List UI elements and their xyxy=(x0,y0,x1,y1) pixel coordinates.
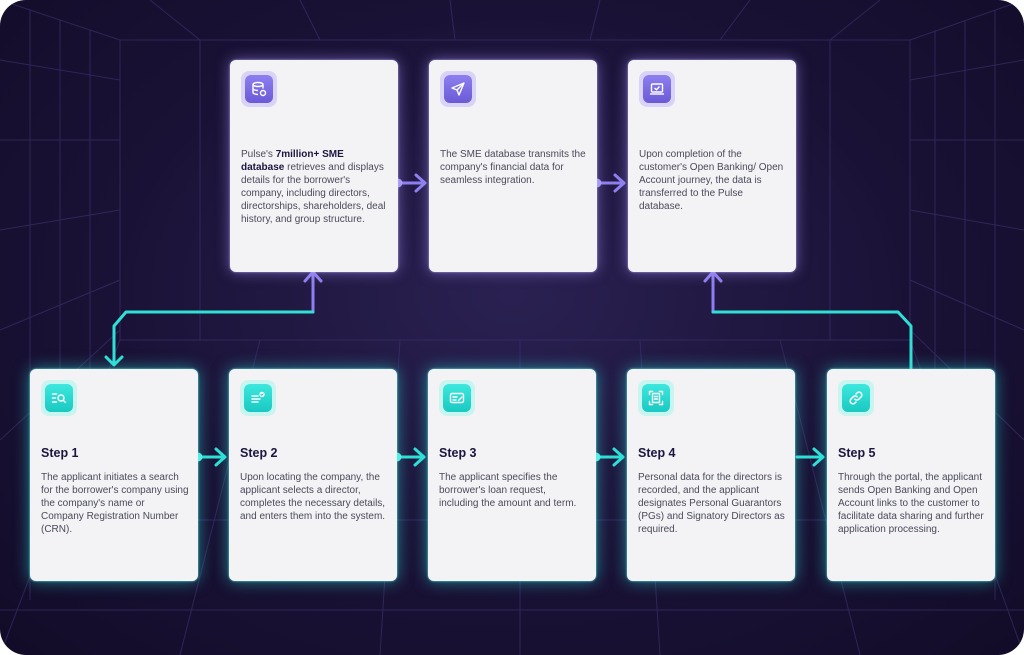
link-icon xyxy=(838,380,874,416)
database-icon xyxy=(241,71,277,107)
search-list-icon xyxy=(41,380,77,416)
top-card-2: The SME database transmits the company's… xyxy=(429,60,597,272)
step-title: Step 4 xyxy=(638,446,676,460)
step-title: Step 1 xyxy=(41,446,79,460)
top-card-1: Pulse's 7million+ SME database retrieves… xyxy=(230,60,398,272)
step-title: Step 3 xyxy=(439,446,477,460)
step-title: Step 2 xyxy=(240,446,278,460)
top-card-3-text: Upon completion of the customer's Open B… xyxy=(639,149,784,212)
step-card-1: Step 1 The applicant initiates a search … xyxy=(30,369,198,581)
document-scan-icon xyxy=(638,380,674,416)
form-check-icon xyxy=(240,380,276,416)
step-card-4: Step 4 Personal data for the directors i… xyxy=(627,369,795,581)
step-description: Upon locating the company, the applicant… xyxy=(240,472,386,522)
top-card-1-text: Pulse's 7million+ SME database retrieves… xyxy=(241,149,386,225)
step-title: Step 5 xyxy=(838,446,876,460)
step-card-3: Step 3 The applicant specifies the borro… xyxy=(428,369,596,581)
step-description: Through the portal, the applicant sends … xyxy=(838,472,984,535)
step-card-2: Step 2 Upon locating the company, the ap… xyxy=(229,369,397,581)
step-card-5: Step 5 Through the portal, the applicant… xyxy=(827,369,995,581)
step-description: The applicant specifies the borrower's l… xyxy=(439,472,577,509)
step-description: The applicant initiates a search for the… xyxy=(41,472,189,535)
top-card-2-text: The SME database transmits the company's… xyxy=(440,149,586,186)
step-description: Personal data for the directors is recor… xyxy=(638,472,785,535)
send-icon xyxy=(440,71,476,107)
edit-form-icon xyxy=(439,380,475,416)
laptop-check-icon xyxy=(639,71,675,107)
top-card-3: Upon completion of the customer's Open B… xyxy=(628,60,796,272)
